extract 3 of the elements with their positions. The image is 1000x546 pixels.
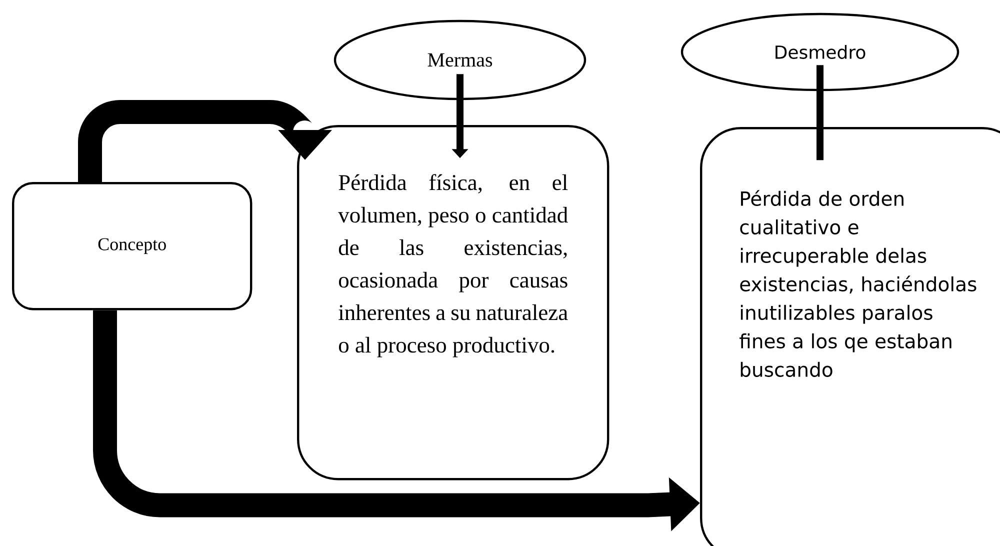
text-box: Pérdida física, en el volumen, peso o cantidad de las existencias, ocasionada por causas inherentes a su naturaleza o al proceso productivo. bbox=[297, 125, 610, 480]
process-box: Concepto bbox=[12, 182, 252, 310]
text-box: Pérdida de orden cualitativo e irrecuperable delas existencias, haciéndolas inutilizables paralos fines a los qe estaban buscando bbox=[700, 127, 1000, 546]
